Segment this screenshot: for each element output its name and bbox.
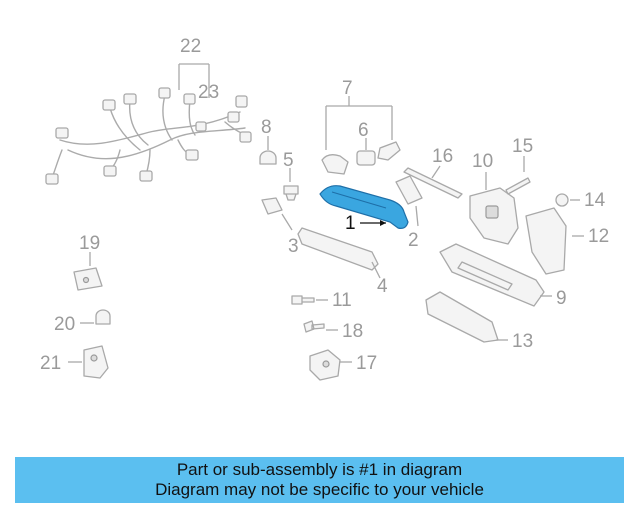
handle-cap-part-7a bbox=[321, 154, 349, 175]
callout-7: 7 bbox=[342, 78, 353, 99]
callout-18: 18 bbox=[342, 321, 363, 342]
handle-frame-part-4 bbox=[297, 227, 379, 271]
callout-23: 23 bbox=[198, 82, 219, 103]
callout-9: 9 bbox=[556, 288, 567, 309]
callout-21: 21 bbox=[40, 353, 61, 374]
bracket-part-13 bbox=[425, 291, 499, 343]
seal-part-2 bbox=[395, 175, 423, 205]
callout-8: 8 bbox=[261, 117, 272, 138]
callout-4: 4 bbox=[377, 276, 388, 297]
latch-cover-part-12 bbox=[525, 207, 567, 275]
info-banner: Part or sub-assembly is #1 in diagram Di… bbox=[15, 457, 624, 503]
callout-15: 15 bbox=[512, 136, 533, 157]
screw-part-18 bbox=[303, 320, 325, 333]
callout-17: 17 bbox=[356, 353, 377, 374]
callout-2: 2 bbox=[408, 230, 419, 251]
bolt-part-14 bbox=[555, 193, 569, 207]
wiring-harness-part-22 bbox=[45, 63, 252, 185]
cap-part-6 bbox=[356, 150, 376, 166]
rod-part-16 bbox=[403, 167, 463, 199]
gasket-part-3 bbox=[261, 197, 283, 215]
callout-13: 13 bbox=[512, 331, 533, 352]
banner-line-2: Diagram may not be specific to your vehi… bbox=[155, 480, 484, 499]
parts-diagram: 22 23 8 5 7 6 3 4 1 2 16 10 15 14 bbox=[40, 36, 609, 381]
callout-3: 3 bbox=[288, 236, 299, 257]
link-part-15 bbox=[505, 177, 531, 195]
handle-cap-part-7b bbox=[377, 141, 401, 161]
callout-19: 19 bbox=[79, 233, 100, 254]
callout-14: 14 bbox=[584, 190, 606, 211]
callout-11: 11 bbox=[332, 290, 352, 311]
callout-16: 16 bbox=[432, 146, 453, 167]
rod-part-5 bbox=[283, 185, 299, 201]
screw-part-11 bbox=[291, 295, 315, 305]
banner-line-1: Part or sub-assembly is #1 in diagram bbox=[176, 460, 463, 479]
bushing-part-20 bbox=[95, 309, 111, 325]
outside-handle-part-1 bbox=[319, 185, 409, 229]
callout-6: 6 bbox=[358, 120, 369, 141]
callout-5: 5 bbox=[283, 150, 294, 171]
callout-1: 1 bbox=[345, 213, 356, 234]
callout-12: 12 bbox=[588, 226, 609, 247]
hinge-part-21 bbox=[83, 345, 109, 379]
callout-22: 22 bbox=[180, 36, 201, 57]
callout-20: 20 bbox=[54, 314, 75, 335]
callout-10: 10 bbox=[472, 151, 493, 172]
bushing-part-8 bbox=[259, 150, 277, 165]
